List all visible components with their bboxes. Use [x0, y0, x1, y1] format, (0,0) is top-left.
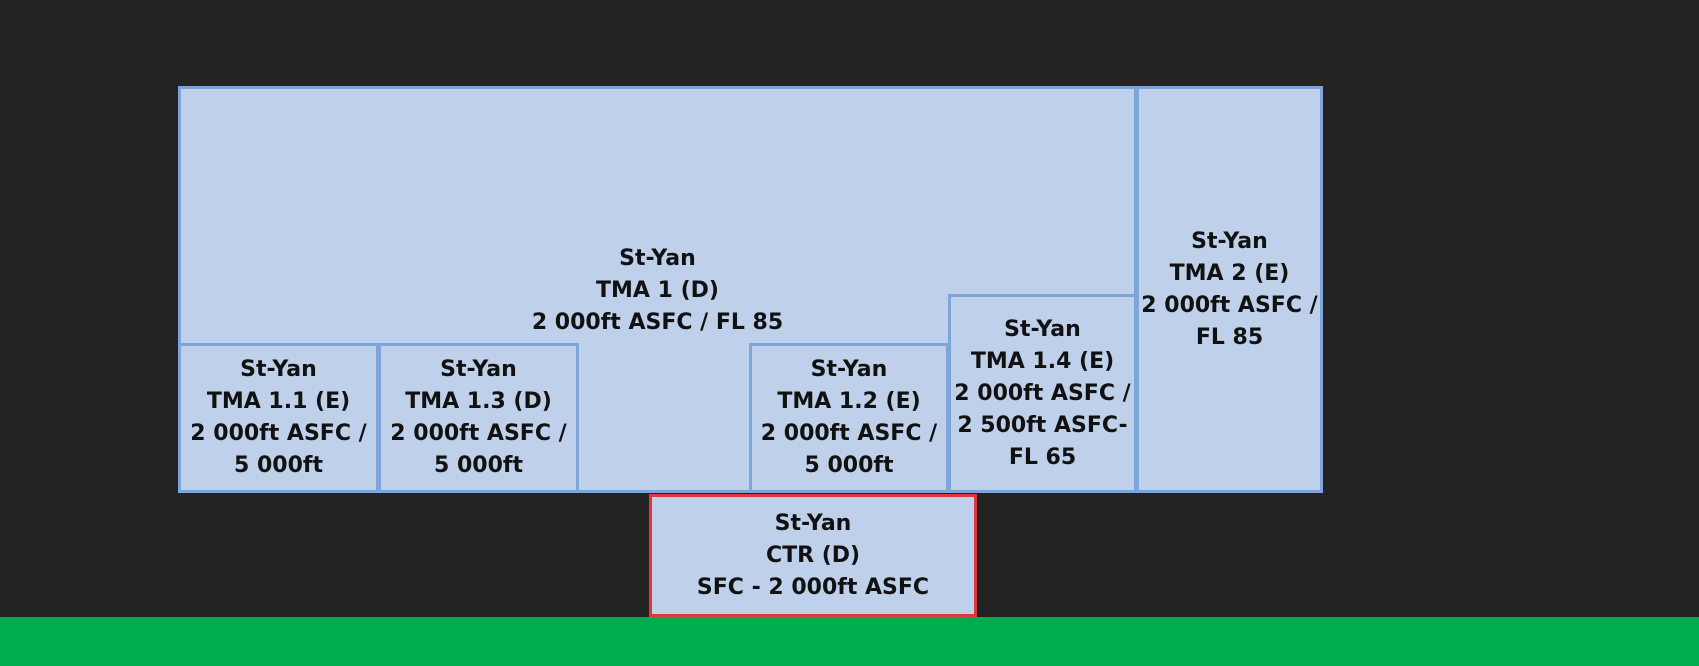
zone-class: TMA 2 (E): [1169, 260, 1290, 286]
zone-class: TMA 1 (D): [596, 278, 719, 303]
ground-strip: [0, 617, 1699, 666]
zone-limits-line2: 2 500ft ASFC-: [957, 412, 1128, 438]
zone-ctr: St-Yan CTR (D) SFC - 2 000ft ASFC: [649, 494, 977, 617]
zone-name: St-Yan: [810, 357, 888, 382]
zone-limits-line2: 5 000ft: [434, 453, 523, 478]
zone-name: St-Yan: [1004, 316, 1081, 342]
zone-tma-1-4-label: St-Yan TMA 1.4 (E) 2 000ft ASFC / 2 500f…: [954, 314, 1130, 474]
zone-name: St-Yan: [619, 246, 696, 271]
zone-limits: 2 000ft ASFC / FL 85: [531, 310, 784, 335]
zone-class: TMA 1.3 (D): [405, 389, 552, 414]
zone-name: St-Yan: [240, 357, 317, 382]
zone-limits-line2: FL 85: [1195, 324, 1264, 350]
zone-class: TMA 1.4 (E): [970, 348, 1115, 374]
zone-class: CTR (D): [765, 542, 861, 568]
zone-tma-1-label: St-Yan TMA 1 (D) 2 000ft ASFC / FL 85: [532, 243, 783, 339]
zone-limits-line3: FL 65: [1008, 444, 1077, 470]
zone-tma-2: St-Yan TMA 2 (E) 2 000ft ASFC / FL 85: [1136, 86, 1323, 493]
zone-tma-1-4: St-Yan TMA 1.4 (E) 2 000ft ASFC / 2 500f…: [948, 294, 1137, 493]
zone-tma-2-label: St-Yan TMA 2 (E) 2 000ft ASFC / FL 85: [1141, 226, 1317, 354]
zone-limits-line2: 5 000ft: [804, 453, 894, 478]
zone-class: TMA 1.2 (E): [777, 389, 921, 414]
zone-limits-line1: 2 000ft ASFC /: [1141, 292, 1318, 318]
zone-tma-1-1: St-Yan TMA 1.1 (E) 2 000ft ASFC / 5 000f…: [178, 343, 379, 493]
zone-tma-1-1-label: St-Yan TMA 1.1 (E) 2 000ft ASFC / 5 000f…: [190, 354, 366, 482]
zone-tma-1-2: St-Yan TMA 1.2 (E) 2 000ft ASFC / 5 000f…: [749, 343, 949, 493]
zone-name: St-Yan: [440, 357, 517, 382]
zone-tma-1-3: St-Yan TMA 1.3 (D) 2 000ft ASFC / 5 000f…: [378, 343, 579, 493]
zone-name: St-Yan: [1191, 228, 1268, 254]
zone-limits-line1: 2 000ft ASFC /: [190, 421, 367, 446]
zone-name: St-Yan: [774, 510, 852, 536]
zone-class: TMA 1.1 (E): [206, 389, 351, 414]
zone-limits: SFC - 2 000ft ASFC: [696, 574, 930, 600]
zone-limits-line1: 2 000ft ASFC /: [760, 421, 938, 446]
zone-limits-line1: 2 000ft ASFC /: [954, 380, 1131, 406]
zone-ctr-label: St-Yan CTR (D) SFC - 2 000ft ASFC: [697, 508, 929, 604]
zone-limits-line1: 2 000ft ASFC /: [390, 421, 567, 446]
zone-limits-line2: 5 000ft: [234, 453, 323, 478]
zone-tma-1-2-label: St-Yan TMA 1.2 (E) 2 000ft ASFC / 5 000f…: [761, 354, 937, 482]
zone-tma-1-3-label: St-Yan TMA 1.3 (D) 2 000ft ASFC / 5 000f…: [390, 354, 566, 482]
